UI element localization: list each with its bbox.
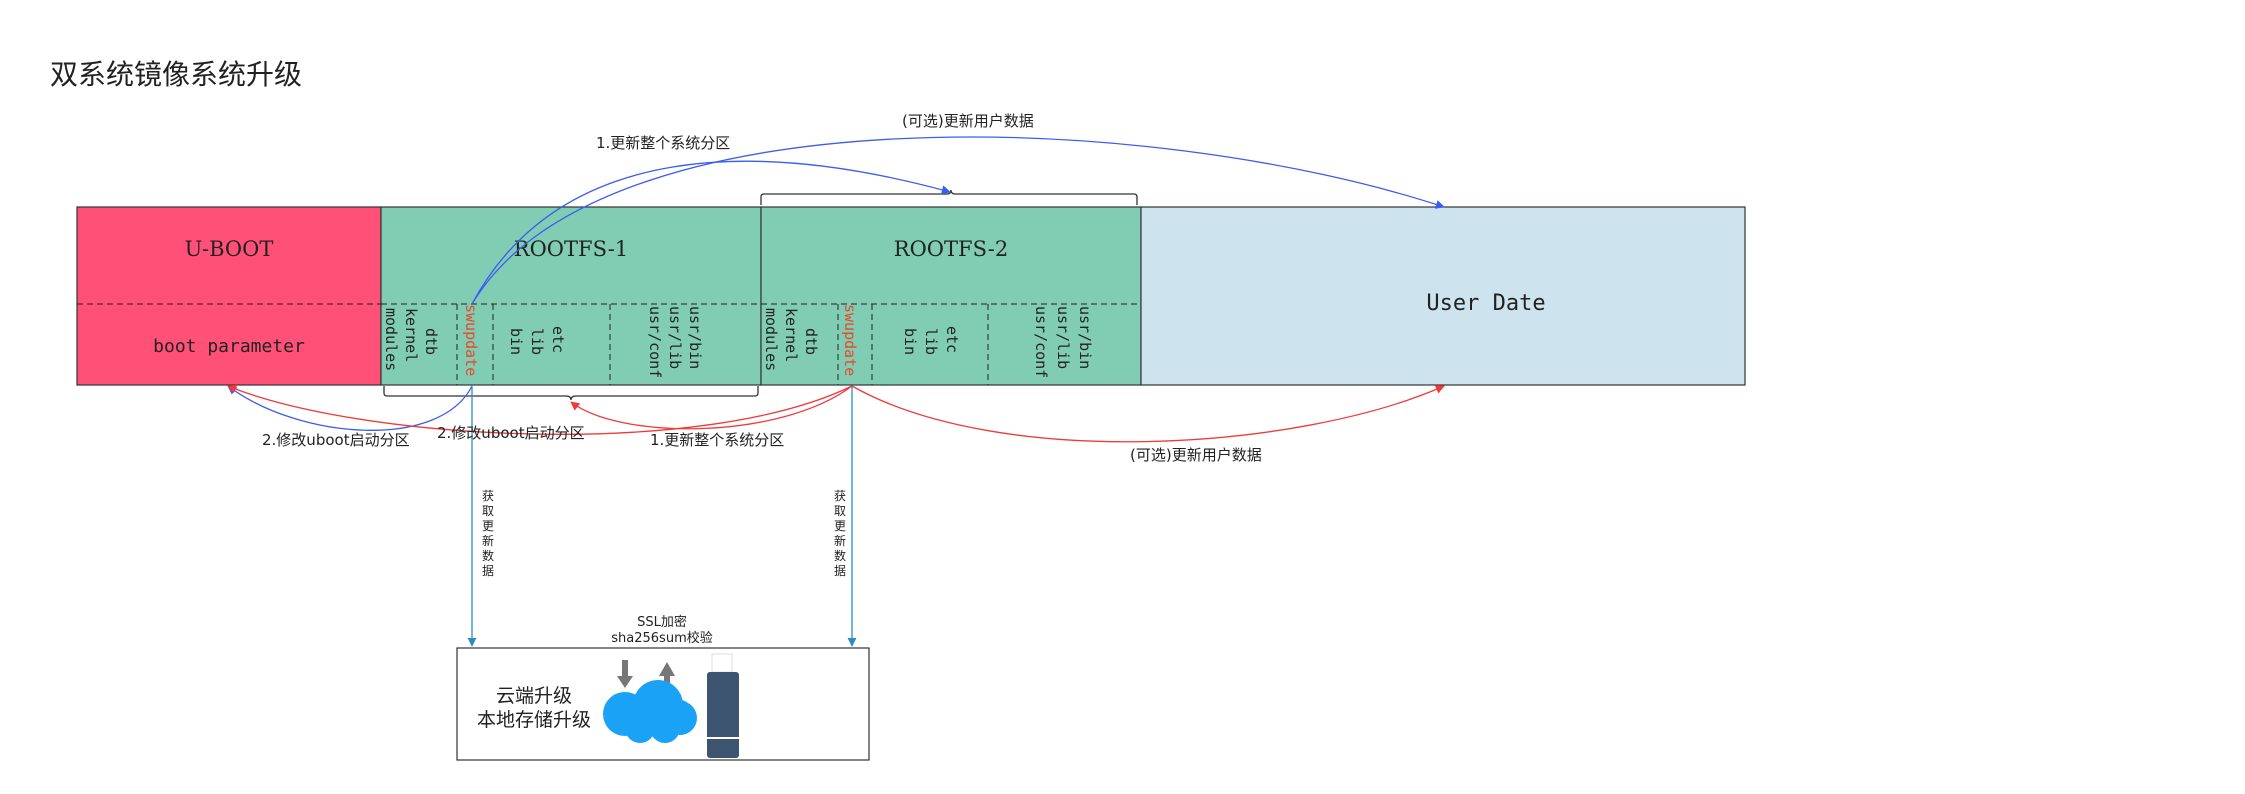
- userdata-label: User Date: [1426, 291, 1545, 316]
- fetch-label-char: 获: [834, 489, 846, 503]
- red-arrow-modify-uboot: [227, 384, 853, 435]
- label-modify-uboot-1: 2.修改uboot启动分区: [262, 431, 410, 449]
- boot-parameter-label: boot parameter: [153, 336, 305, 357]
- label-modify-uboot-2: 2.修改uboot启动分区: [437, 424, 585, 442]
- fetch-label-right-text: 获取更新数据: [834, 489, 846, 578]
- sha-label: sha256sum校验: [611, 630, 712, 646]
- fetch-label-char: 数: [482, 548, 494, 563]
- local-upgrade-label: 本地存储升级: [477, 709, 591, 731]
- uboot-block: [76, 206, 382, 386]
- rootfs1-swupdate: swupdate: [462, 304, 480, 376]
- fetch-label-char: 获: [482, 489, 494, 503]
- rootfs2-item: modules: [762, 308, 780, 371]
- upload-arrow-icon: [659, 662, 675, 688]
- blue-arrow-update-userdata: [471, 136, 1445, 305]
- label-optional-user-top: (可选)更新用户数据: [902, 112, 1034, 130]
- page-title: 双系统镜像系统升级: [50, 58, 302, 91]
- rootfs1-item: etc: [549, 326, 567, 353]
- rootfs2-swupdate: swupdate: [841, 304, 859, 376]
- fetch-label-char: 新: [482, 533, 494, 548]
- blue-arrow-modify-uboot: [227, 385, 473, 431]
- fetch-label-char: 据: [482, 564, 494, 578]
- fetch-label-char: 据: [834, 564, 846, 578]
- fetch-label-left: 获取更新数据: [482, 489, 494, 578]
- rootfs1-bottom-brace: [383, 386, 759, 401]
- red-arrow-update-userdata: [851, 385, 1445, 443]
- rootfs2-item: lib: [922, 328, 940, 355]
- rootfs1-item: lib: [528, 328, 546, 355]
- rootfs1-label: ROOTFS-1: [514, 237, 628, 261]
- cloud-icon: [603, 680, 697, 743]
- fetch-label-left-text: 获取更新数据: [482, 489, 494, 578]
- fetch-label-char: 更: [834, 519, 846, 533]
- rootfs2-item: kernel: [782, 308, 800, 362]
- label-optional-user-bottom: (可选)更新用户数据: [1130, 446, 1262, 464]
- uboot-label: U-BOOT: [185, 237, 274, 261]
- rootfs2-top-brace: [760, 189, 1138, 205]
- ssl-label: SSL加密: [637, 614, 687, 630]
- rootfs2-item: dtb: [802, 328, 820, 355]
- rootfs2-block: [760, 206, 1142, 386]
- rootfs1-item: modules: [382, 308, 400, 371]
- rootfs2-item: etc: [943, 326, 961, 353]
- download-arrow-icon: [617, 660, 633, 688]
- fetch-label-char: 数: [834, 548, 846, 563]
- rootfs2-label: ROOTFS-2: [894, 237, 1008, 261]
- fetch-label-char: 更: [482, 519, 494, 533]
- rootfs1-item: usr/bin: [686, 306, 704, 369]
- blue-arrow-update-rootfs2: [471, 160, 951, 305]
- label-update-system-bottom: 1.更新整个系统分区: [650, 431, 784, 449]
- rootfs1-item: dtb: [422, 328, 440, 355]
- fetch-label-char: 新: [834, 533, 846, 548]
- rootfs2-item: bin: [901, 328, 919, 355]
- fetch-label-char: 取: [834, 504, 846, 518]
- label-update-system-top: 1.更新整个系统分区: [596, 134, 730, 152]
- cloud-upgrade-label: 云端升级: [496, 685, 572, 707]
- rootfs1-block: [380, 206, 762, 386]
- rootfs2-item: usr/lib: [1054, 306, 1072, 369]
- fetch-label-right: 获取更新数据: [834, 489, 846, 578]
- usb-drive-icon: [707, 653, 739, 758]
- fetch-label-char: 取: [482, 504, 494, 518]
- rootfs1-item: bin: [507, 328, 525, 355]
- rootfs1-item: kernel: [402, 308, 420, 362]
- rootfs1-item: usr/conf: [646, 306, 664, 378]
- rootfs2-item: usr/bin: [1076, 306, 1094, 369]
- rootfs2-item: usr/conf: [1032, 306, 1050, 378]
- red-arrow-update-rootfs1: [570, 385, 853, 430]
- rootfs1-item: usr/lib: [666, 306, 684, 369]
